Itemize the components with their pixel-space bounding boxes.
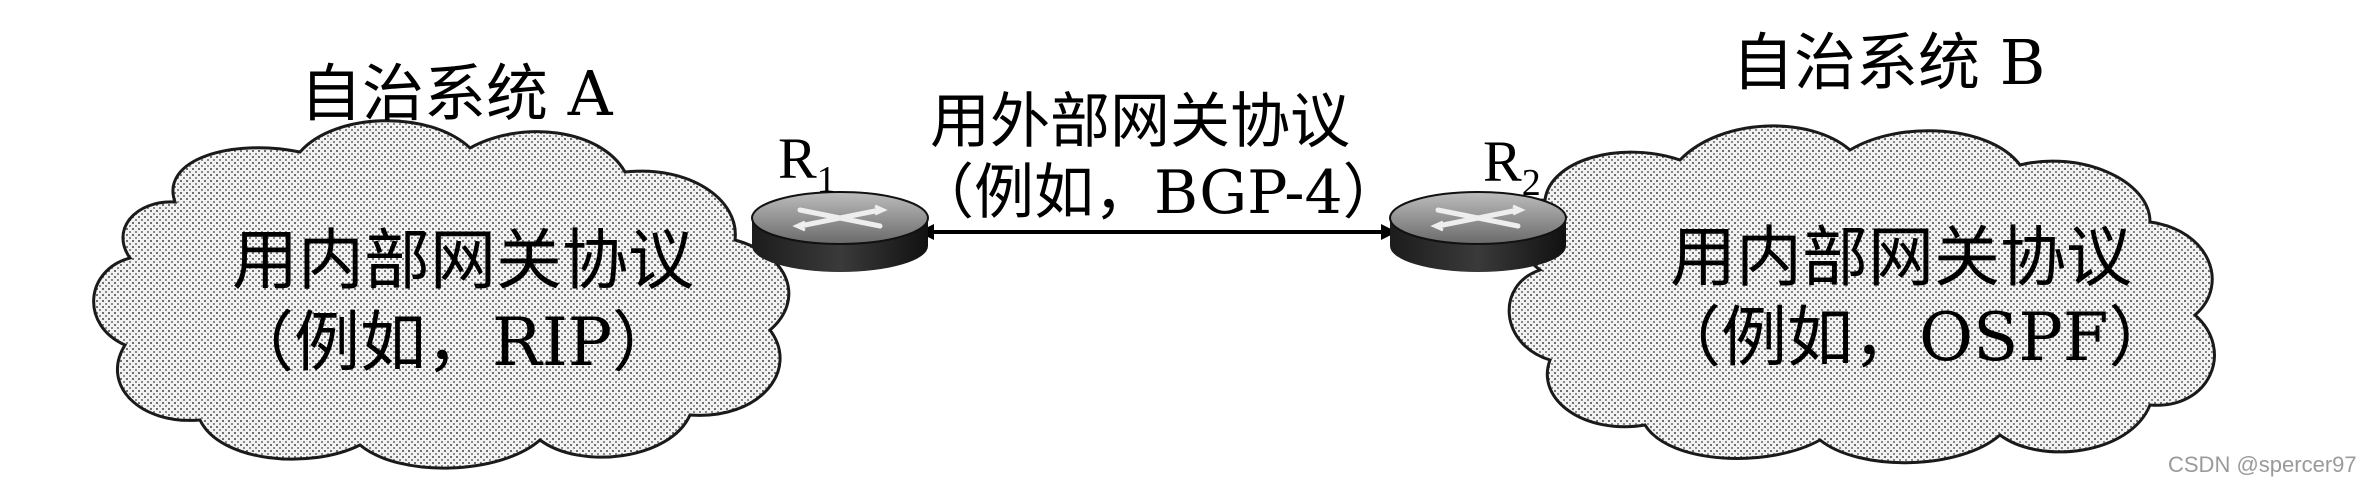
cloud-as-b xyxy=(1507,124,2216,465)
router-label-r2: R2 xyxy=(1483,133,1541,204)
as-a-title: 自治系统 A xyxy=(300,57,613,130)
link-protocol: 用外部网关协议 xyxy=(930,87,1350,157)
cloud-as-a xyxy=(92,119,791,470)
as-b-protocol: 用内部网关协议 xyxy=(1670,219,2132,296)
as-b-title: 自治系统 B xyxy=(1732,26,2046,99)
link-arrow-right xyxy=(1381,224,1397,240)
as-a-protocol: 用内部网关协议 xyxy=(232,222,694,299)
as-a-example: （例如，RIP） xyxy=(228,304,679,381)
router-label-r2-letter: R xyxy=(1483,129,1522,194)
router-icon-r1 xyxy=(751,191,929,272)
watermark: CSDN @spercer97 xyxy=(2168,452,2357,477)
as-b-example: （例如，OSPF） xyxy=(1655,299,2175,376)
router-label-r1-index: 1 xyxy=(816,159,836,201)
router-icon-r2 xyxy=(1389,191,1567,272)
link-example: （例如，BGP-4） xyxy=(914,158,1403,228)
router-label-r1-letter: R xyxy=(778,126,817,191)
router-label-r1: R1 xyxy=(778,130,836,201)
router-label-r2-index: 2 xyxy=(1521,162,1541,204)
